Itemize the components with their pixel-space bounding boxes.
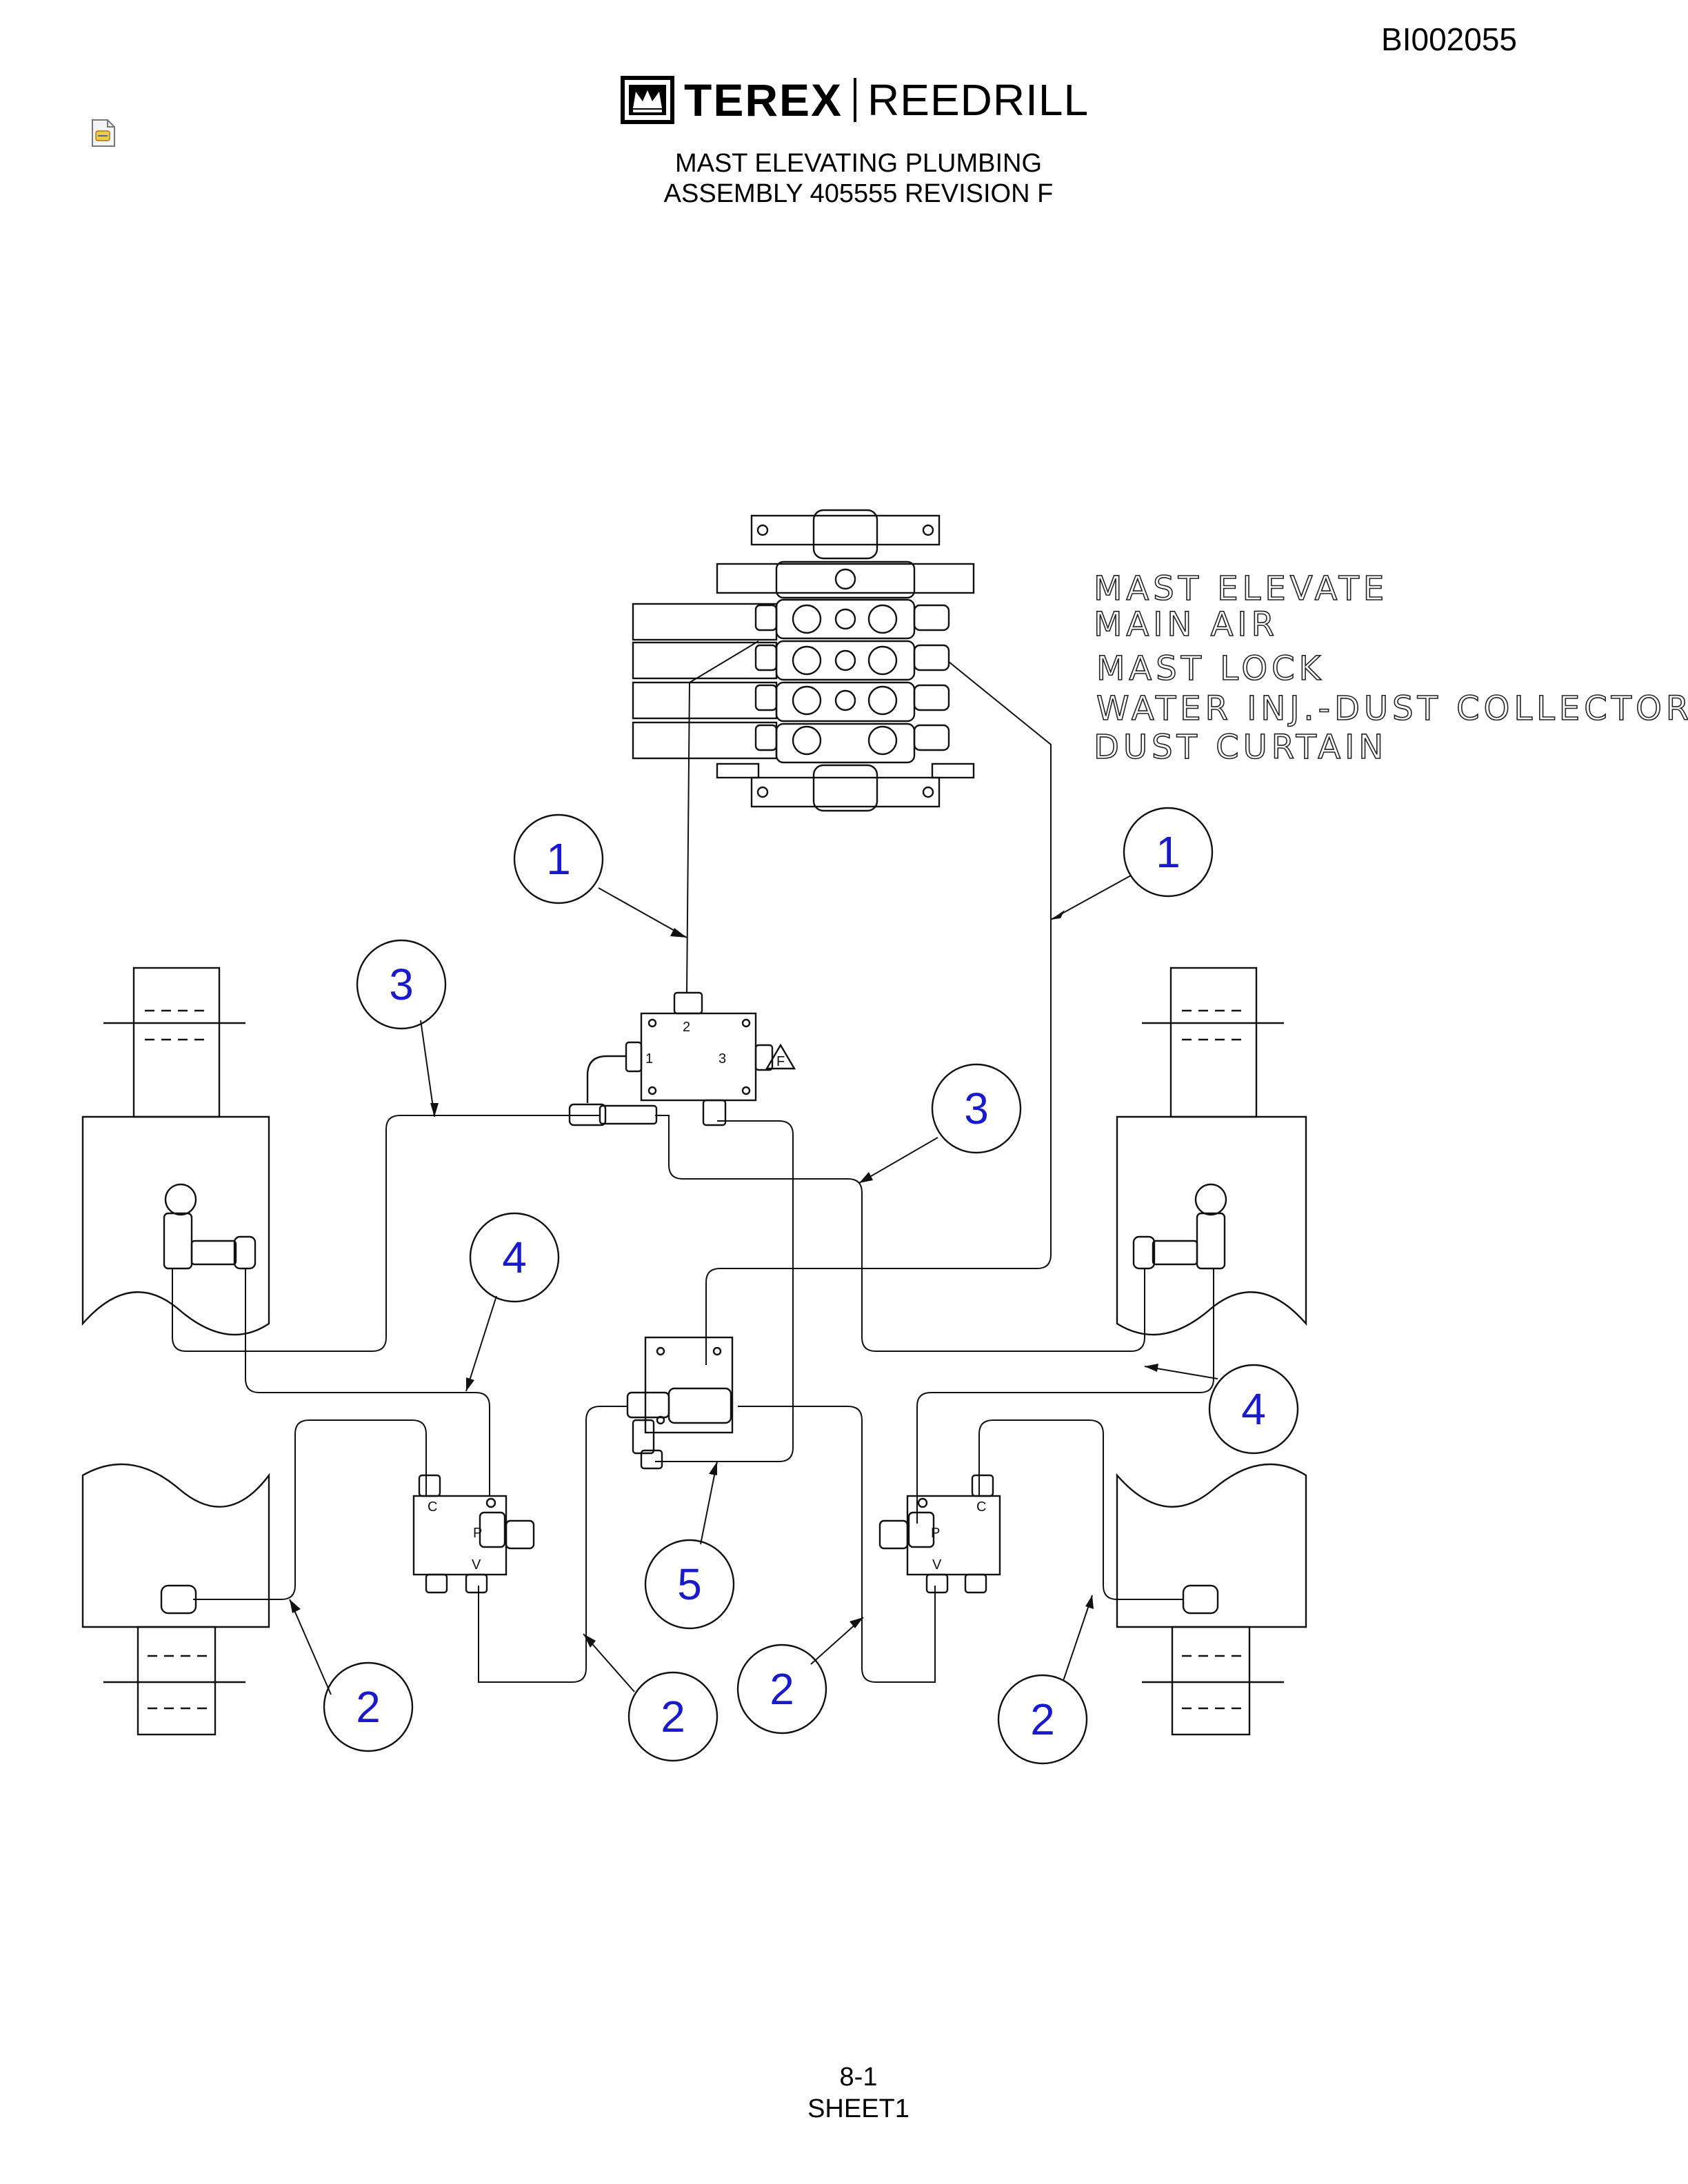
left-port-v: V (472, 1557, 481, 1573)
shuttle-valve-block (568, 991, 796, 1126)
callout-3-left: 3 (389, 960, 414, 1009)
callout-3-right: 3 (964, 1084, 989, 1133)
terex-crown-icon (621, 76, 674, 124)
control-valve-bank (632, 509, 975, 812)
callout-1-right: 1 (1156, 827, 1180, 877)
valve-label-main-air: MAIN AIR (1094, 605, 1278, 644)
logo-brand: TEREX (684, 74, 843, 125)
callout-2-a: 2 (356, 1682, 381, 1732)
valve-label-mast-elevate: MAST ELEVATE (1094, 569, 1388, 608)
callout-1-left: 1 (546, 834, 571, 884)
lower-right-mast-cylinder (1116, 1463, 1307, 1736)
callout-2-b: 2 (661, 1692, 685, 1741)
upper-right-mast-cylinder (1116, 967, 1307, 1336)
left-check-valve (412, 1474, 535, 1594)
document-id: BI002055 (1381, 21, 1517, 57)
valve-label-water-inj: WATER INJ.-DUST COLLECTOR (1096, 689, 1688, 728)
right-port-p: P (931, 1526, 940, 1541)
drawing-title-line1: MAST ELEVATING PLUMBING (674, 149, 1043, 178)
valve-label-dust-curtain: DUST CURTAIN (1094, 728, 1387, 767)
left-port-c: C (428, 1499, 437, 1515)
document-attachment-icon[interactable] (91, 119, 116, 148)
right-check-valve (878, 1474, 1001, 1594)
logo-subbrand: REEDRILL (867, 75, 1089, 125)
callout-bubbles (323, 807, 1299, 1765)
drawing-title-line2: ASSEMBLY 405555 REVISION F (663, 179, 1054, 208)
valve-function-labels: MAST ELEVATE MAIN AIR MAST LOCK WATER IN… (1093, 569, 1688, 767)
callout-5: 5 (677, 1559, 702, 1609)
port-1: 1 (645, 1051, 653, 1066)
sheet-label: SHEET1 (807, 2094, 910, 2123)
callout-numbers: 1 1 3 3 4 4 5 2 2 2 2 (356, 827, 1266, 1744)
callout-4-left: 4 (502, 1233, 527, 1282)
air-lines (172, 640, 1214, 1683)
upper-left-mast-cylinder (81, 967, 270, 1336)
page-number: 8-1 (839, 2063, 878, 2092)
port-3: 3 (719, 1051, 726, 1066)
callout-leaders (289, 875, 1218, 1695)
lower-left-mast-cylinder (81, 1463, 270, 1736)
flow-control-manifold (626, 1336, 734, 1470)
port-labels: 2 1 3 F C P V C P V (428, 1020, 986, 1573)
callout-2-c: 2 (770, 1664, 794, 1714)
callout-4-right: 4 (1241, 1384, 1266, 1434)
terex-reedrill-logo: TEREX REEDRILL (621, 74, 1089, 125)
valve-label-mast-lock: MAST LOCK (1096, 649, 1325, 688)
left-port-p: P (473, 1526, 482, 1541)
warning-f-label: F (776, 1054, 785, 1069)
right-port-v: V (932, 1557, 942, 1573)
logo-divider (854, 78, 857, 122)
callout-2-d: 2 (1030, 1695, 1055, 1744)
right-port-c: C (976, 1499, 986, 1515)
port-2: 2 (683, 1020, 690, 1035)
